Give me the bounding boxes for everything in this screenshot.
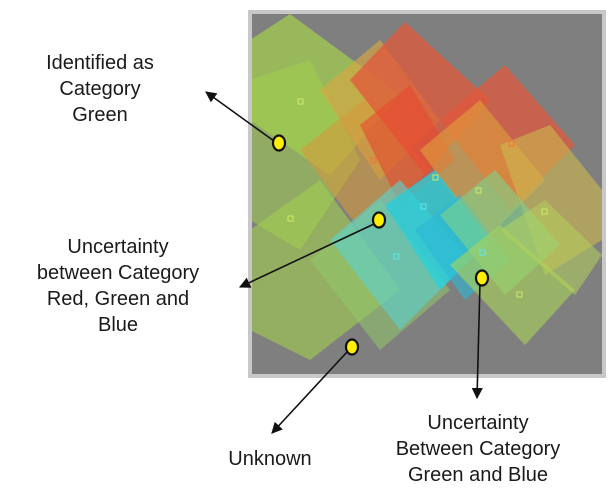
sample-point-green [297, 98, 304, 105]
sample-point-red [370, 157, 377, 164]
label-unknown: Unknown [228, 448, 312, 470]
marker-uncert-rgb [371, 211, 387, 229]
sample-points [287, 98, 548, 298]
query-markers [271, 134, 490, 356]
arrow-uncert-gb [471, 281, 483, 400]
sample-point-blue [479, 249, 486, 256]
marker-uncert-gb [474, 269, 490, 287]
label-uncertainty-red-green-blue: Uncertainty between Category Red, Green … [36, 236, 200, 336]
sample-point-red [508, 140, 515, 147]
marker-identified [271, 134, 287, 152]
arrow-uncert-rgb [238, 223, 375, 288]
cyan-region-1 [330, 180, 470, 330]
label-identified-green: Identified as Category Green [46, 52, 154, 126]
sample-point-green [516, 291, 523, 298]
sample-point-blue [420, 203, 427, 210]
sample-point-green [541, 208, 548, 215]
green-region-6 [500, 200, 602, 295]
arrow-unknown [271, 351, 348, 434]
arrow-identified [205, 91, 275, 142]
sample-point-blue [393, 253, 400, 260]
marker-unknown [344, 338, 360, 356]
sample-point-green [475, 187, 482, 194]
label-uncertainty-green-blue: Uncertainty Between Category Green and B… [395, 412, 561, 486]
annotation-arrows [205, 91, 483, 434]
sample-point-green [287, 215, 294, 222]
sample-point-green [432, 174, 439, 181]
